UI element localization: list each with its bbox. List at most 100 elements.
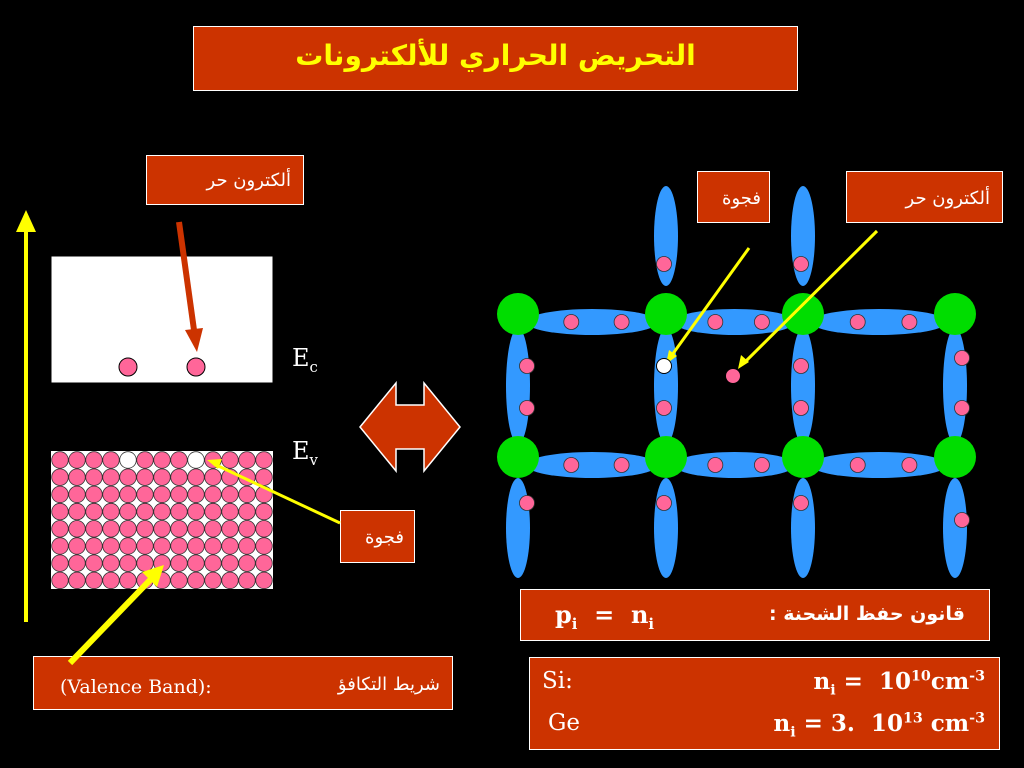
valence-electron <box>102 451 120 469</box>
valence-electron <box>119 502 137 521</box>
bond-electron <box>954 512 970 528</box>
valence-electron <box>102 485 120 504</box>
bond-electron <box>519 358 535 374</box>
valence-electron <box>187 520 205 538</box>
valence-electron <box>170 468 188 486</box>
valence-electron <box>51 468 69 486</box>
bond-electron <box>793 256 809 272</box>
valence-electron <box>51 571 69 590</box>
valence-electron <box>238 485 256 504</box>
hole-text: فجوة <box>722 188 761 209</box>
valence-electron <box>221 485 239 504</box>
valence-electron <box>170 502 188 521</box>
valence-electron <box>170 520 188 538</box>
valence-electron <box>85 468 103 486</box>
horizontal-bond <box>526 452 658 478</box>
ge-concentration: ni = 3. 1013 cm-3 <box>773 710 985 741</box>
hole-label-left: فجوة <box>340 510 415 563</box>
page-title: التحريض الحراري للألكترونات <box>295 39 696 72</box>
bond-electron <box>849 314 866 330</box>
valence-electron <box>68 554 86 572</box>
conservation-law-text: قانون حفظ الشحنة : <box>769 603 965 625</box>
bond-electron <box>656 495 672 511</box>
vertical-bond <box>654 328 678 444</box>
free-electron <box>186 357 206 377</box>
bond-electron <box>754 457 770 473</box>
valence-electron <box>238 554 256 572</box>
conservation-equation: pi = ni <box>555 600 655 633</box>
hole-arrow-left <box>207 459 341 525</box>
conduction-band-label: Ec <box>292 344 318 376</box>
vertical-bond <box>943 478 967 578</box>
bond-electron <box>707 457 724 473</box>
valence-electron <box>204 485 222 504</box>
bond-electron <box>793 400 809 416</box>
valence-band-edge-label: Ev <box>292 437 318 469</box>
valence-electron <box>136 485 154 504</box>
valence-electron <box>85 537 103 555</box>
valence-electron <box>51 485 69 504</box>
valence-electron <box>153 451 171 469</box>
valence-electron <box>136 554 154 572</box>
bond-electron <box>793 358 809 374</box>
atom <box>497 436 539 478</box>
valence-electron <box>85 485 103 504</box>
valence-electron <box>85 520 103 538</box>
valence-electron <box>255 571 273 590</box>
valence-band-label: شريط التكافؤ (Valence Band): <box>33 656 453 710</box>
valence-electron <box>68 571 86 590</box>
bond-electron <box>613 457 630 473</box>
vertical-bond <box>943 328 967 444</box>
bond-electron <box>656 400 672 416</box>
valence-electron <box>204 554 222 572</box>
atom <box>782 436 824 478</box>
bond-electron <box>954 350 970 366</box>
valence-electron <box>204 520 222 538</box>
valence-electron <box>221 537 239 555</box>
free-electron-text: ألكترون حر <box>206 170 291 191</box>
valence-electron <box>170 537 188 555</box>
bond-electron <box>901 457 918 473</box>
valence-electron <box>136 451 154 469</box>
valence-electron <box>238 571 256 590</box>
valence-electron <box>204 502 222 521</box>
valence-electron <box>221 502 239 521</box>
valence-electron <box>255 502 273 521</box>
bond-electron <box>563 457 580 473</box>
valence-electron <box>51 502 69 521</box>
valence-electron <box>119 537 137 555</box>
valence-electron <box>187 468 205 486</box>
conduction-band <box>50 255 274 384</box>
valence-electron <box>119 485 137 504</box>
atom <box>645 436 687 478</box>
valence-electron <box>153 485 171 504</box>
free-electron-arrow <box>176 221 203 352</box>
bond-electron <box>613 314 630 330</box>
valence-electron <box>51 537 69 555</box>
atom <box>782 293 824 335</box>
valence-electron <box>187 554 205 572</box>
double-arrow <box>359 380 461 474</box>
valence-electron <box>85 571 103 590</box>
valence-electron <box>85 451 103 469</box>
energy-axis-arrow <box>16 210 36 622</box>
valence-electron <box>204 571 222 590</box>
free-electron-in-lattice <box>725 368 741 384</box>
valence-electron <box>119 468 137 486</box>
atom <box>934 436 976 478</box>
valence-electron <box>255 520 273 538</box>
hole <box>187 451 205 469</box>
valence-band-english: (Valence Band): <box>60 676 212 698</box>
crystal-lattice <box>497 186 976 578</box>
valence-electron <box>170 451 188 469</box>
horizontal-bond <box>811 309 947 335</box>
valence-electron <box>85 554 103 572</box>
valence-band-arabic: شريط التكافؤ <box>337 674 440 695</box>
valence-electron <box>51 451 69 469</box>
valence-electron <box>238 520 256 538</box>
valence-electron <box>119 571 137 590</box>
valence-electron <box>221 520 239 538</box>
horizontal-bond <box>526 309 658 335</box>
bond-electron <box>754 314 770 330</box>
